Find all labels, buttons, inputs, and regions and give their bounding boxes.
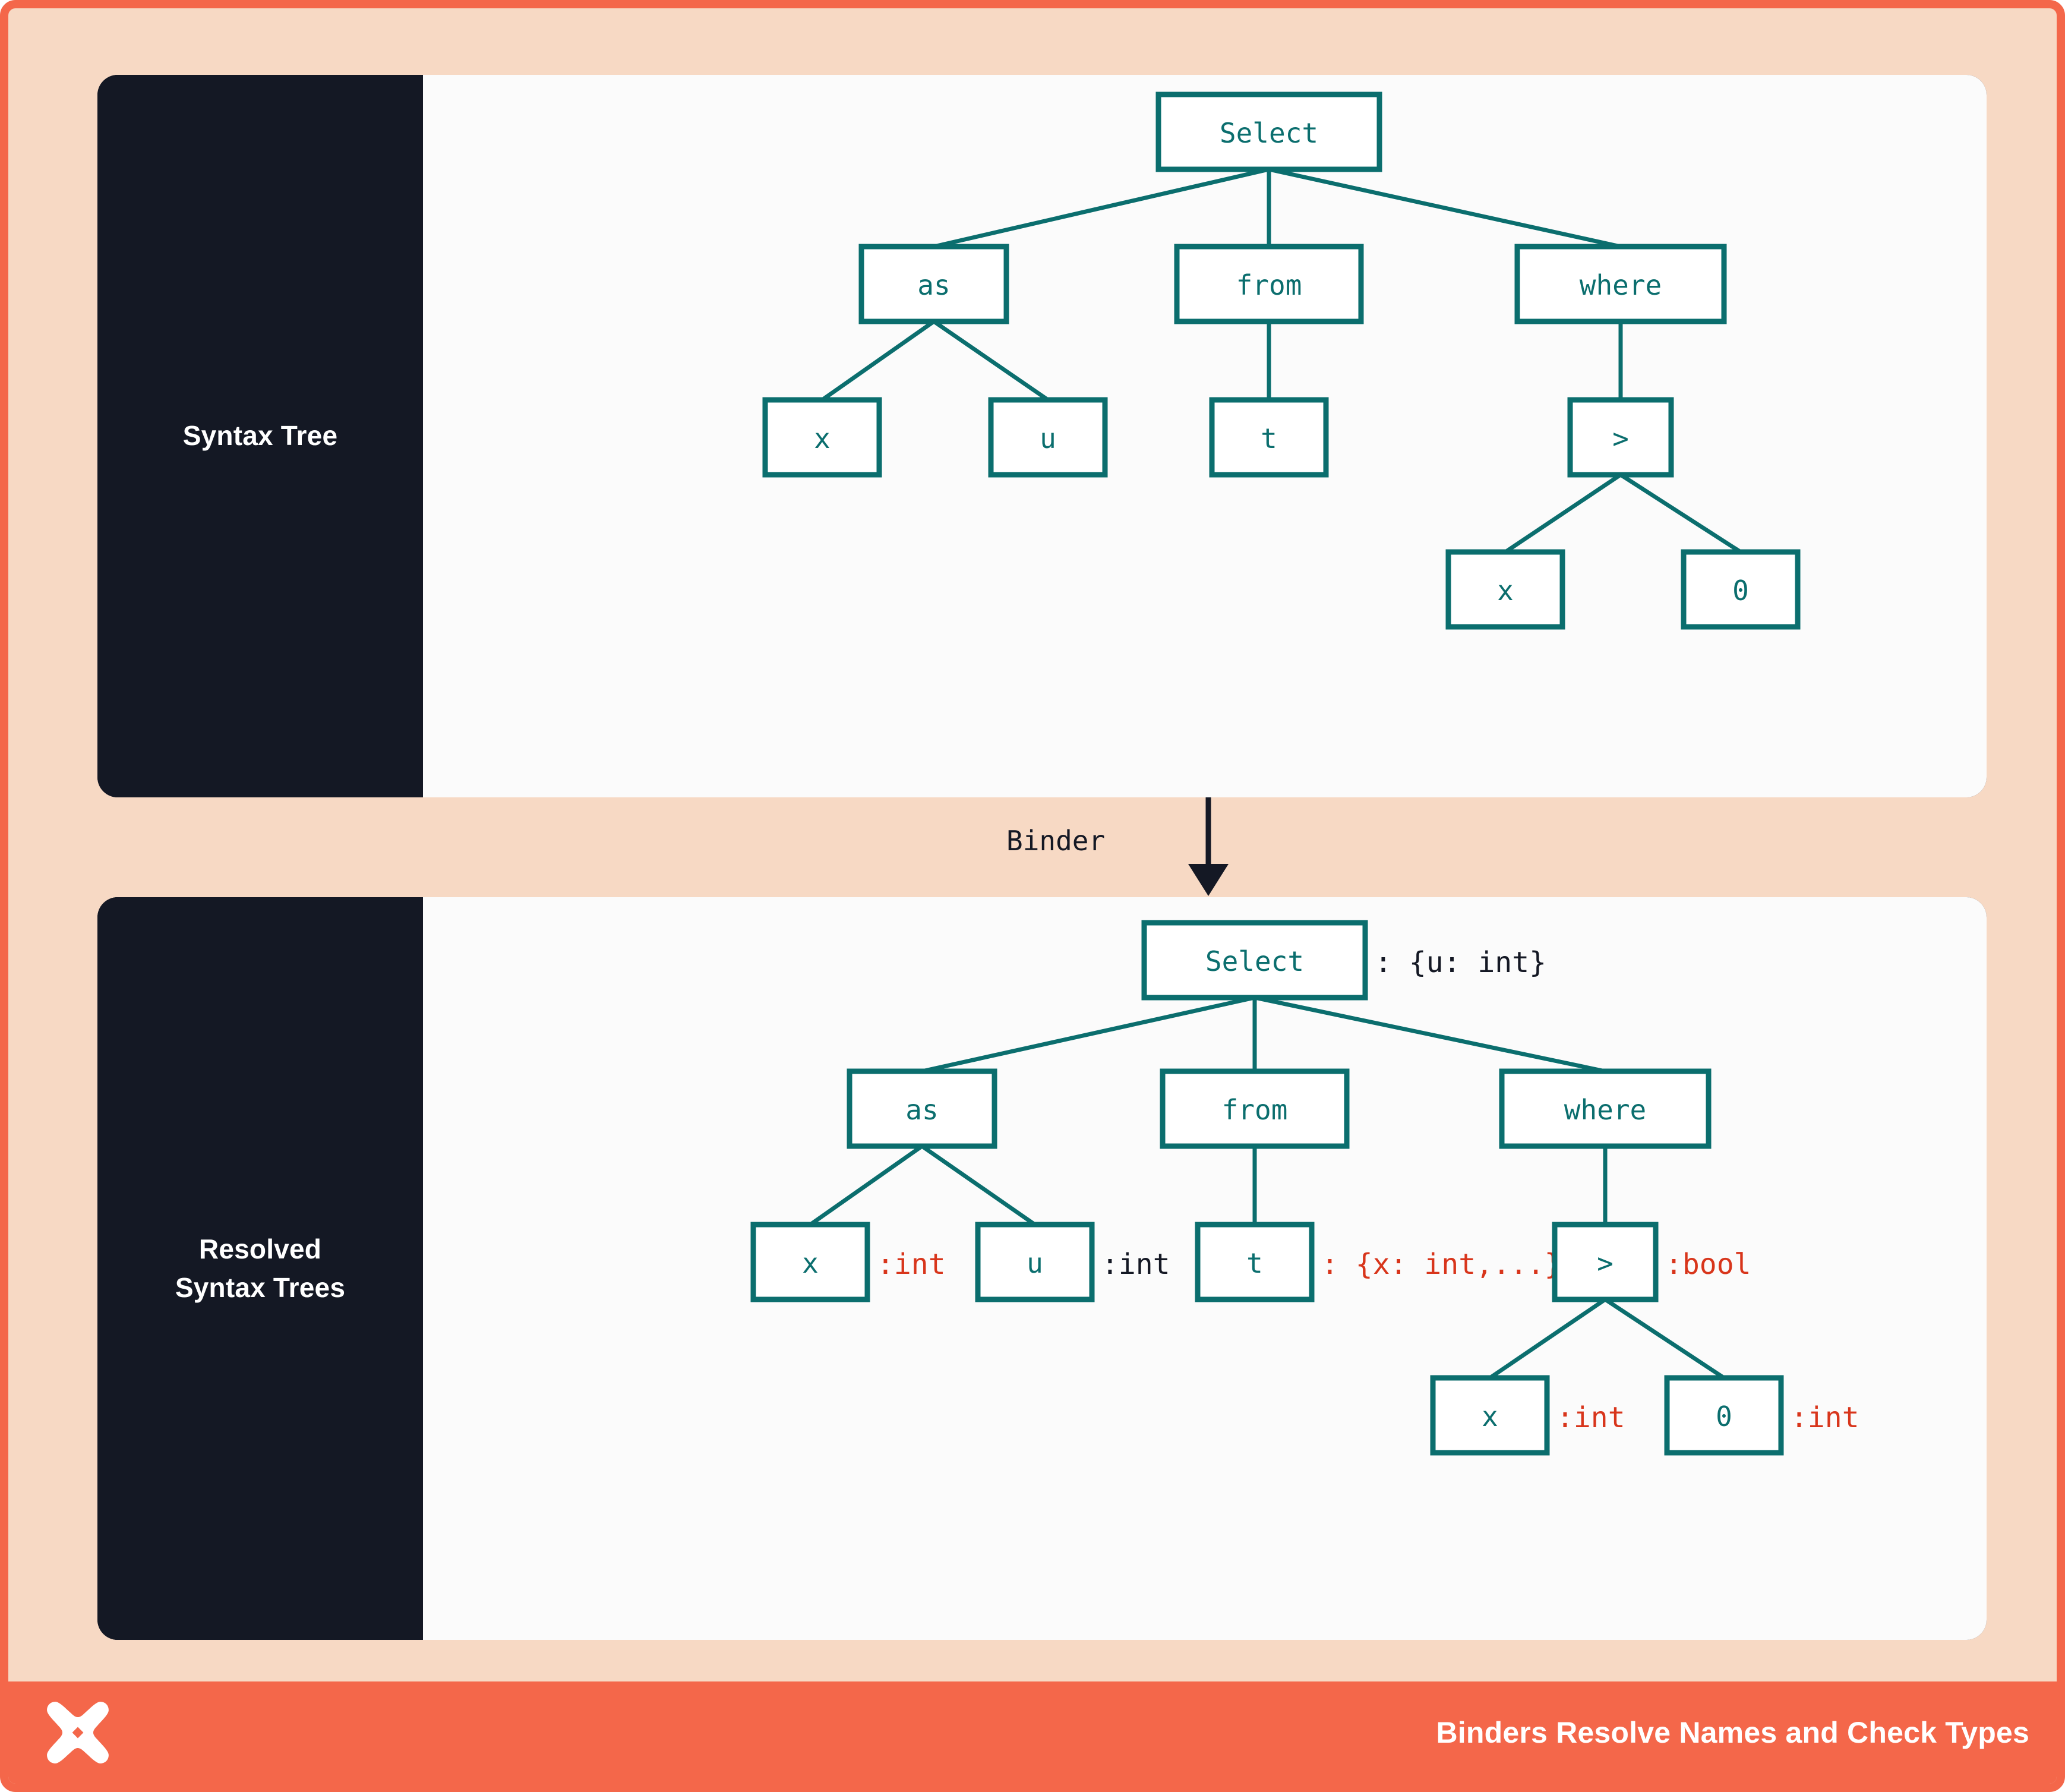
binder-label: Binder: [1006, 825, 1106, 857]
tree-node: x :int: [1430, 1375, 1625, 1456]
tree-node-label: t: [1261, 422, 1277, 455]
tree-node: >: [1567, 397, 1674, 478]
tree-node-label: >: [1612, 422, 1629, 455]
tree-node-label: u: [1040, 422, 1056, 455]
tree-node-box: [988, 397, 1108, 478]
tree-node-label: where: [1580, 269, 1662, 301]
panel-syntax-tree: Syntax Tree Select as from where x u t > x 0: [97, 75, 1987, 797]
tree-node: t: [1209, 397, 1329, 478]
tree-node-type-annotation: :int: [1101, 1248, 1170, 1281]
tree-node: as: [847, 1068, 997, 1149]
tree-node-type-annotation: : {x: int,...}: [1321, 1248, 1562, 1281]
panel-resolved-canvas: Select : {u: int} as from where x :int u :int t : …: [423, 897, 1987, 1640]
tree-node-box: [858, 244, 1009, 324]
tree-node-type-annotation: :int: [877, 1248, 946, 1281]
tree-node: x: [762, 397, 882, 478]
tree-node-box: [1160, 1068, 1350, 1149]
tree-node-box: [1430, 1375, 1550, 1456]
x-mark-logo-icon: [47, 1702, 109, 1763]
tree-node-label: Select: [1205, 945, 1304, 977]
tree-edge: [809, 1144, 924, 1226]
tree-node-box: [1664, 1375, 1784, 1456]
tree-node: as: [858, 244, 1009, 324]
tree-node-label: 0: [1732, 575, 1749, 607]
tree-node: 0 :int: [1664, 1375, 1859, 1456]
tree-node-box: [1141, 920, 1368, 1001]
tree-node: where: [1499, 1068, 1712, 1149]
tree-node-box: [1514, 244, 1727, 324]
tree-edge: [1268, 167, 1621, 249]
tree-edge: [921, 1144, 1036, 1226]
tree-node-box: [1195, 1222, 1315, 1302]
tree-node-box: [847, 1068, 997, 1149]
panel-resolved-title-line1: Resolved: [198, 1233, 322, 1264]
tree-node: Select : {u: int}: [1141, 920, 1546, 1001]
tree-node-box: [1552, 1222, 1659, 1302]
tree-node-type-annotation: :bool: [1665, 1248, 1751, 1281]
panel-syntax-tree-title: Syntax Tree: [183, 417, 337, 455]
tree-node: from: [1174, 244, 1364, 324]
panel-resolved-sidebar: Resolved Syntax Trees: [97, 897, 423, 1640]
panel-resolved-title: Resolved Syntax Trees: [175, 1230, 345, 1308]
tree-edge: [921, 995, 1255, 1074]
tree-node-label: t: [1246, 1247, 1263, 1279]
tree-node-label: as: [905, 1094, 938, 1126]
syntax-tree-graph: Select as from where x u t > x 0: [762, 92, 1801, 630]
tree-node: u: [988, 397, 1108, 478]
panel-resolved-syntax-trees: Resolved Syntax Trees Select : {u: int} as…: [97, 897, 1987, 1640]
tree-edge: [1254, 995, 1606, 1074]
tree-node: x: [1445, 549, 1565, 630]
tree-node-label: from: [1222, 1094, 1288, 1126]
tree-edge: [1504, 473, 1622, 554]
tree-node-box: [1174, 244, 1364, 324]
tree-node-type-annotation: :int: [1791, 1401, 1859, 1434]
tree-node-label: u: [1027, 1247, 1043, 1279]
tree-node-label: where: [1564, 1094, 1646, 1126]
tree-node: t : {x: int,...}: [1195, 1222, 1562, 1302]
tree-node-label: as: [917, 269, 950, 301]
tree-node-label: x: [802, 1247, 819, 1279]
tree-node-label: Select: [1220, 117, 1318, 149]
tree-node-box: [1681, 549, 1801, 630]
footer-bar: Binders Resolve Names and Check Types: [8, 1681, 2057, 1784]
tree-node: Select: [1155, 92, 1382, 172]
tree-node: where: [1514, 244, 1727, 324]
tree-node-label: x: [1482, 1400, 1498, 1433]
tree-node-label: x: [1497, 575, 1514, 607]
tree-node: from: [1160, 1068, 1350, 1149]
binder-arrow-icon: [1188, 797, 1229, 896]
panel-resolved-title-line2: Syntax Trees: [175, 1272, 346, 1303]
tree-node-label: >: [1597, 1247, 1614, 1279]
tree-node-box: [975, 1222, 1095, 1302]
footer-title: Binders Resolve Names and Check Types: [1436, 1716, 2029, 1749]
tree-edge: [1489, 1298, 1606, 1380]
tree-node: > :bool: [1552, 1222, 1751, 1302]
tree-edge: [1604, 1298, 1725, 1380]
tree-node-label: 0: [1716, 1400, 1732, 1433]
tree-node-label: from: [1236, 269, 1302, 301]
tree-node: 0: [1681, 549, 1801, 630]
tree-node-box: [1209, 397, 1329, 478]
tree-node-label: x: [814, 422, 831, 455]
tree-node-type-annotation: :int: [1556, 1401, 1625, 1434]
tree-node-box: [762, 397, 882, 478]
tree-edge: [933, 167, 1270, 249]
tree-node: u :int: [975, 1222, 1170, 1302]
tree-node-type-annotation: : {u: int}: [1375, 946, 1546, 979]
tree-node-box: [1567, 397, 1674, 478]
binder-connector: Binder: [97, 797, 1987, 897]
tree-edge: [1619, 473, 1742, 554]
tree-edge: [933, 320, 1049, 402]
tree-node-box: [1499, 1068, 1712, 1149]
panel-syntax-tree-canvas: Select as from where x u t > x 0: [423, 75, 1987, 797]
panel-syntax-tree-sidebar: Syntax Tree: [97, 75, 423, 797]
tree-edge: [820, 320, 936, 402]
panel-syntax-tree-title-line1: Syntax Tree: [182, 420, 338, 452]
tree-node-box: [750, 1222, 870, 1302]
resolved-tree-graph: Select : {u: int} as from where x :int u :int t : …: [750, 920, 1859, 1456]
tree-node: x :int: [750, 1222, 946, 1302]
tree-node-box: [1445, 549, 1565, 630]
tree-node-box: [1155, 92, 1382, 172]
